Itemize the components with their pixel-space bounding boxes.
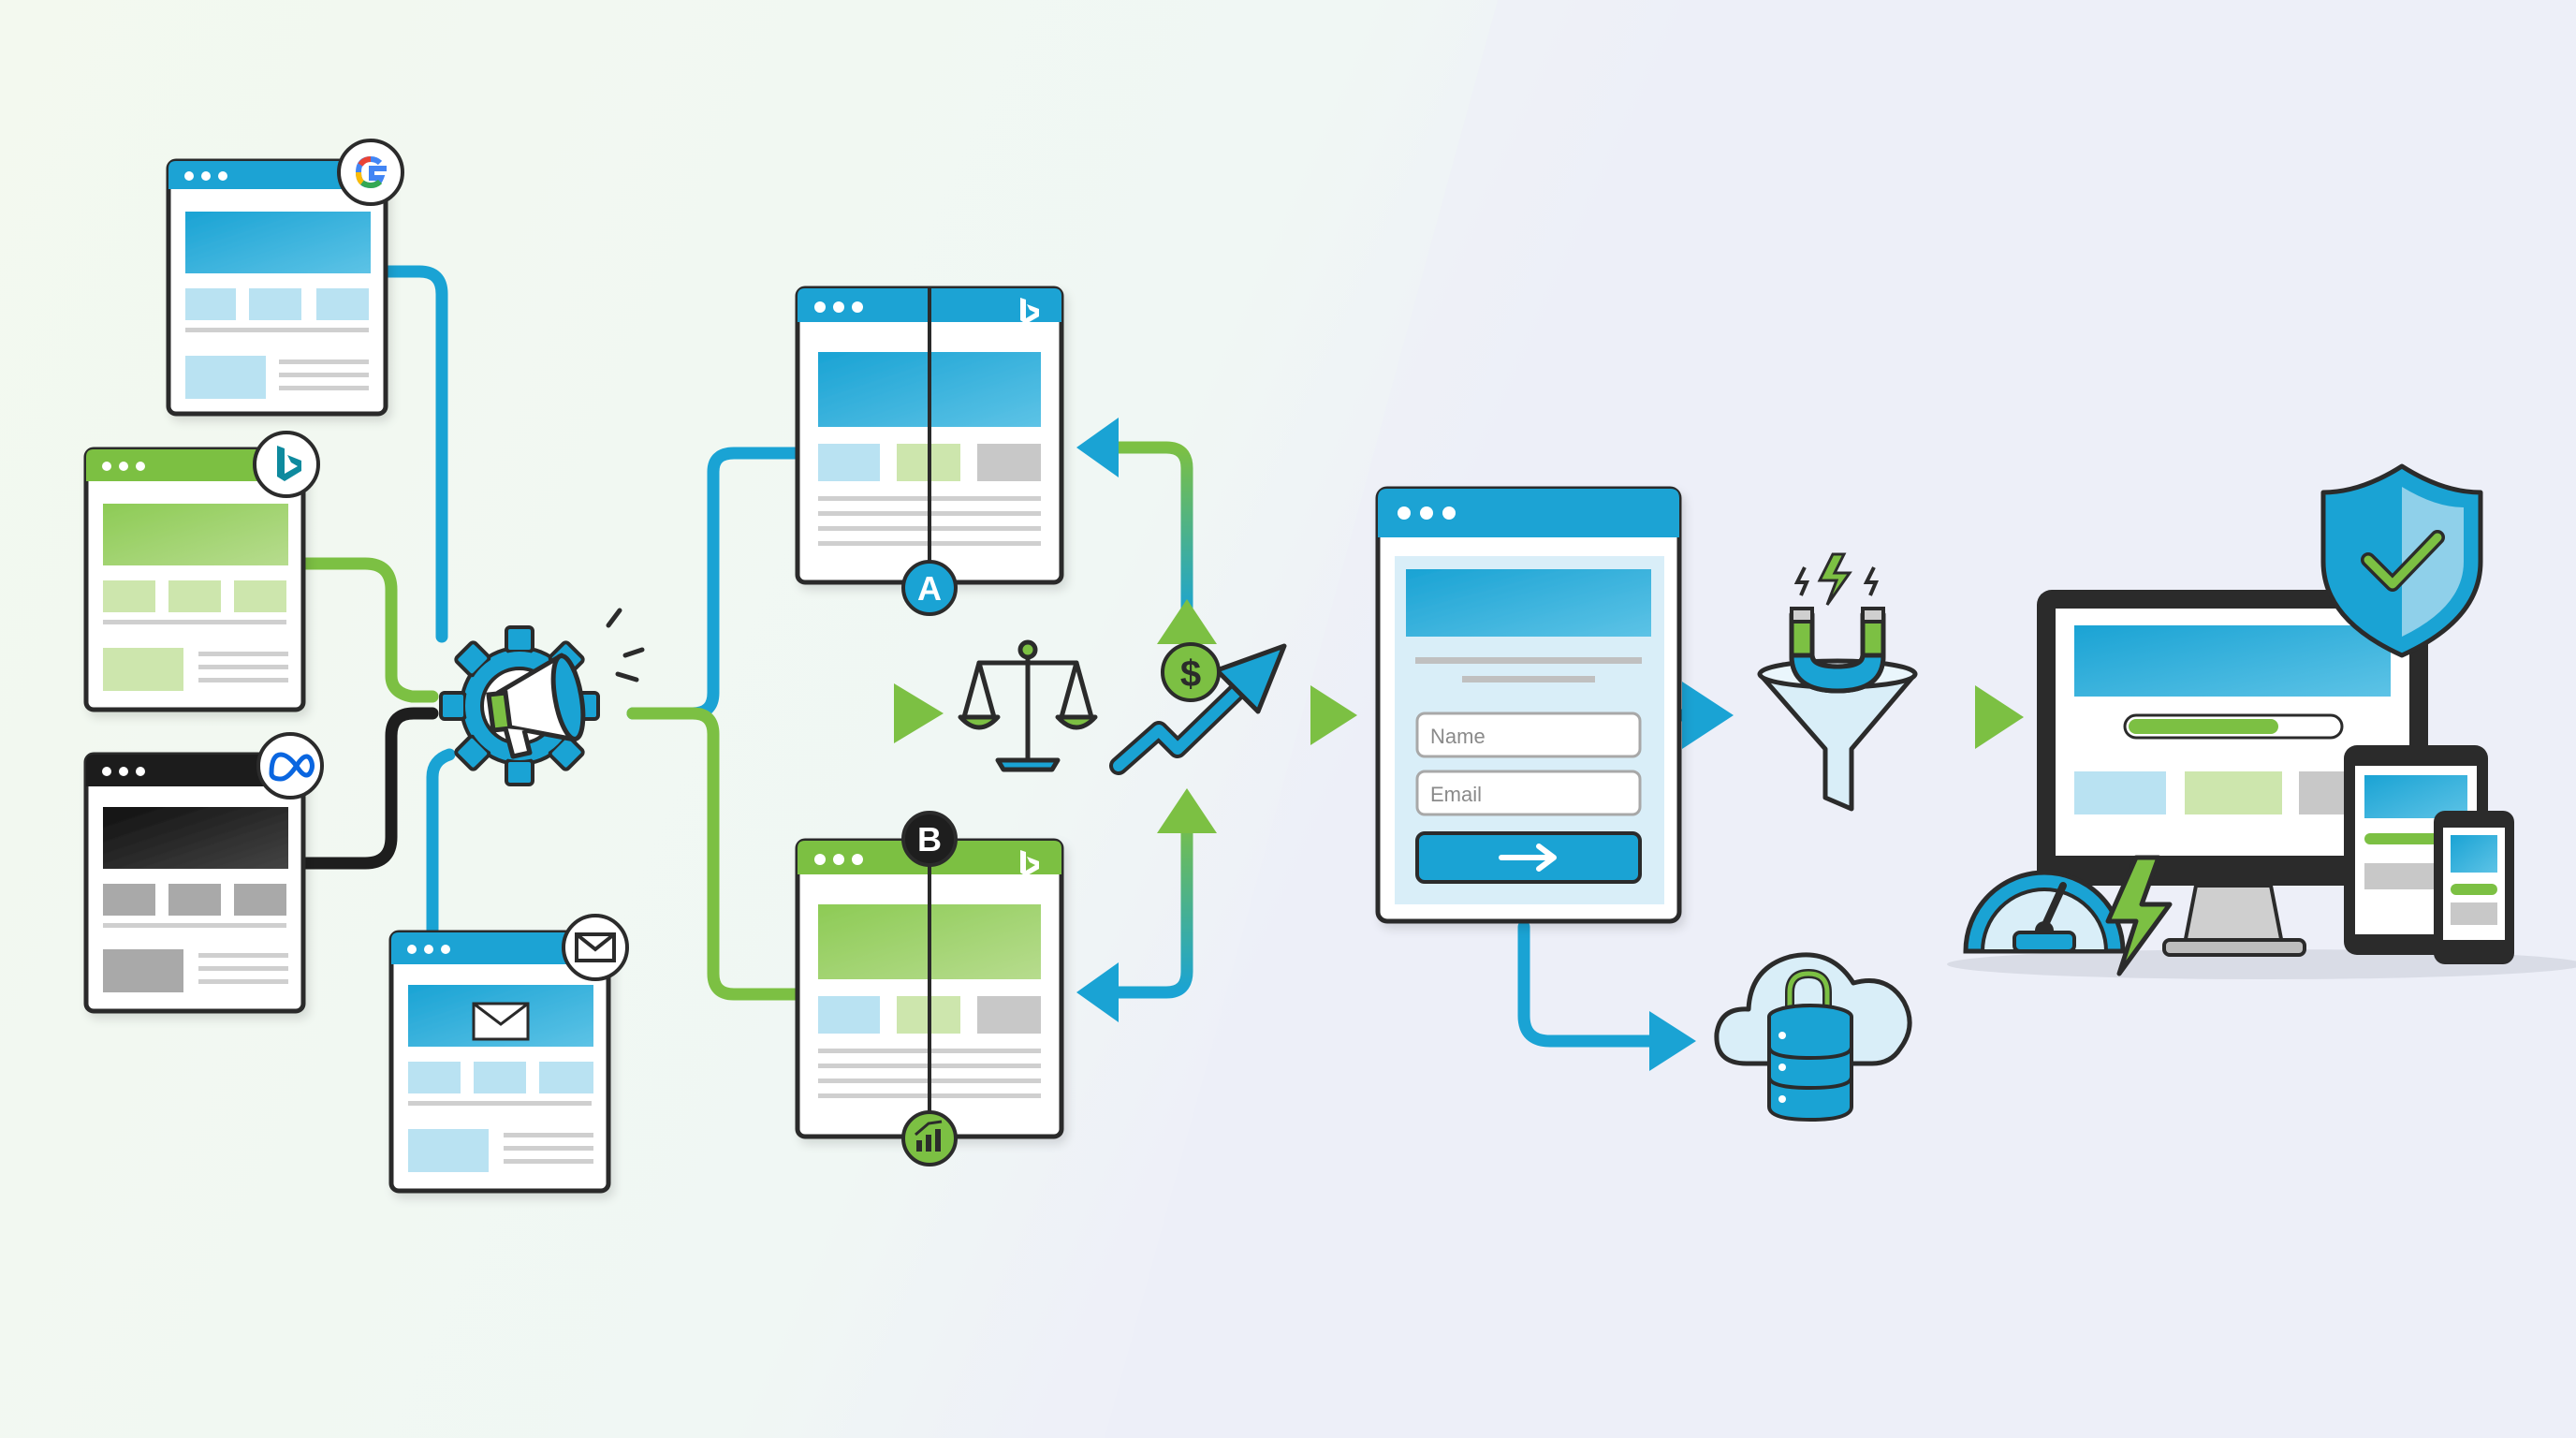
variant-b-badge: B bbox=[901, 811, 958, 867]
arrowhead-loop-down bbox=[1157, 788, 1217, 833]
shield-check-icon bbox=[2320, 463, 2483, 658]
connector-email bbox=[426, 748, 456, 943]
variant-a-badge: A bbox=[901, 560, 958, 616]
arrowhead-loop-up bbox=[1157, 599, 1217, 644]
bing-ad-page[interactable] bbox=[83, 447, 306, 712]
connectors bbox=[295, 265, 1991, 1048]
arrowhead-devices bbox=[1975, 685, 2024, 749]
arrowhead-form bbox=[1310, 685, 1357, 745]
arrowhead-variant-a bbox=[1076, 418, 1119, 477]
email-field-placeholder: Email bbox=[1430, 783, 1482, 806]
arrowhead-funnel bbox=[1682, 682, 1734, 749]
magnet-funnel-icon bbox=[1757, 552, 1918, 812]
analytics-icon bbox=[901, 1110, 958, 1167]
arrowhead-storage bbox=[1649, 1011, 1696, 1071]
variant-a-label: A bbox=[917, 569, 942, 608]
submit-button[interactable] bbox=[1415, 831, 1642, 884]
connector-to-storage bbox=[1517, 920, 1663, 1048]
email-field[interactable]: Email bbox=[1415, 770, 1642, 816]
meta-ad-page[interactable] bbox=[83, 752, 306, 1014]
multi-device-icon bbox=[1947, 590, 2576, 979]
balance-scale-icon bbox=[958, 639, 1098, 772]
svg-text:$: $ bbox=[1180, 653, 1201, 695]
google-icon bbox=[337, 139, 404, 206]
loop-to-variant-a bbox=[1093, 441, 1193, 624]
arrowhead-compare bbox=[894, 683, 944, 743]
variant-a-page[interactable] bbox=[795, 286, 1064, 585]
arrowheads bbox=[894, 418, 2024, 1071]
name-field[interactable]: Name bbox=[1415, 712, 1642, 758]
loop-to-variant-b bbox=[1093, 806, 1193, 999]
connector-bing bbox=[295, 557, 439, 703]
variant-b-page[interactable] bbox=[795, 838, 1064, 1139]
meta-icon bbox=[256, 732, 324, 800]
cloud-lock-database-icon bbox=[1714, 952, 1912, 1123]
arrow-right-icon bbox=[1499, 844, 1557, 872]
email-page[interactable] bbox=[388, 930, 611, 1194]
bing-icon bbox=[253, 431, 320, 498]
name-field-placeholder: Name bbox=[1430, 725, 1486, 748]
megaphone-gear-icon bbox=[439, 608, 645, 786]
google-ad-page[interactable] bbox=[166, 158, 388, 417]
connector-meta bbox=[295, 707, 439, 870]
variant-b-label: B bbox=[917, 820, 942, 858]
arrowhead-variant-b bbox=[1076, 962, 1119, 1022]
email-icon bbox=[562, 914, 629, 981]
connector-google bbox=[377, 265, 448, 643]
speedometer-bolt-icon bbox=[1963, 855, 2173, 976]
dollar-growth-arrow-icon: $ bbox=[1109, 642, 1287, 775]
